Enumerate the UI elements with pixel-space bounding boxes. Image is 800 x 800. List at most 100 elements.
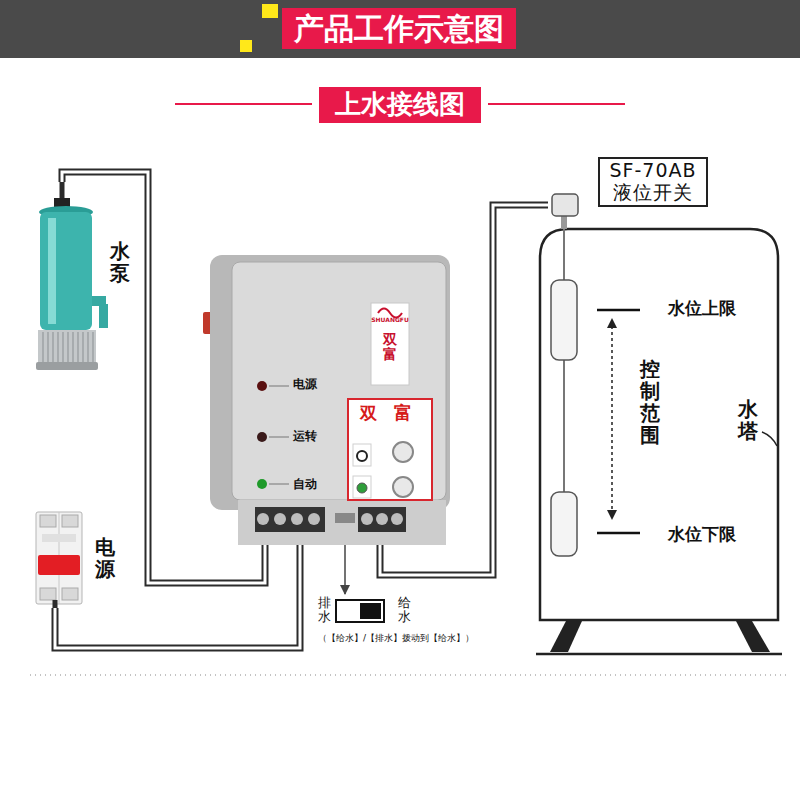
wire-inner xyxy=(380,205,548,575)
note-label: （【给水】/【排水】拨动到【给水】） xyxy=(318,633,474,644)
water-tower-text: 水位上限 xyxy=(668,298,736,318)
terminal-screw xyxy=(391,513,403,525)
pump-node: 水泵 xyxy=(28,182,136,382)
controller-node: SHUANGFU双富电源运转自动双富 xyxy=(205,252,452,545)
slide-switch-text: 给水 xyxy=(398,596,411,625)
page-title: 产品工作示意图 xyxy=(294,9,504,48)
subtitle-rule xyxy=(175,103,312,105)
controller-node-text: 自动 xyxy=(293,477,317,491)
range-arrowhead xyxy=(607,510,617,520)
breaker-label xyxy=(42,534,76,542)
tower-picture xyxy=(536,216,782,654)
breaker-terminal xyxy=(62,588,78,600)
panel-indicator xyxy=(357,451,367,461)
float xyxy=(551,280,577,360)
level-switch-node-text: SF-70AB 液位开关 xyxy=(598,157,708,207)
terminal-screw xyxy=(291,513,303,525)
pump-node-text: 水泵 xyxy=(110,240,130,284)
float xyxy=(551,492,577,556)
terminal-strip xyxy=(255,507,325,532)
wire-inner xyxy=(62,172,265,583)
panel-ground xyxy=(347,398,433,501)
dotted-rule xyxy=(30,674,790,675)
tower-outline xyxy=(540,229,778,620)
wire-inner xyxy=(55,545,300,648)
controller-base xyxy=(238,500,446,545)
wire-cable xyxy=(55,545,300,648)
water-tower-text: 水位下限 xyxy=(668,524,736,544)
subtitle-rule xyxy=(488,103,625,105)
run-led xyxy=(257,432,267,442)
breaker-node-text: 电源 xyxy=(95,536,115,580)
breaker-terminal xyxy=(40,515,56,527)
tower-leader xyxy=(762,432,777,446)
controller-housing xyxy=(210,255,450,510)
controller-node-text: SHUANGFU xyxy=(371,316,409,323)
level-switch-node: SF-70AB 液位开关 xyxy=(548,155,710,225)
logo-label xyxy=(371,303,409,385)
tower-base xyxy=(536,653,782,656)
slider-frame xyxy=(336,600,384,622)
panel-cell xyxy=(353,476,371,498)
slider-knob xyxy=(360,603,381,619)
controller-node-text: 双富 xyxy=(383,332,397,363)
range-arrowhead xyxy=(607,318,617,328)
tower-leg xyxy=(736,621,770,652)
terminal-strip xyxy=(358,507,406,532)
auto-led xyxy=(257,479,267,489)
breaker-terminal xyxy=(40,588,56,600)
panel-button xyxy=(393,477,413,497)
wire-outer xyxy=(55,545,300,648)
pump-strainer-slots xyxy=(43,332,93,362)
panel-button xyxy=(393,442,413,462)
terminal-screw xyxy=(274,513,286,525)
panel-indicator xyxy=(357,483,367,493)
pump-body xyxy=(40,212,92,330)
wire-outer xyxy=(380,205,548,575)
breaker-picture xyxy=(36,512,82,608)
tower-leg xyxy=(550,621,582,652)
controller-node-text: 运转 xyxy=(293,429,317,443)
pump-highlight xyxy=(48,218,56,324)
slide-switch: 排水给水 xyxy=(315,594,415,630)
wire-cable xyxy=(380,205,548,575)
power-led xyxy=(257,381,267,391)
wire-cable xyxy=(62,172,265,583)
subtitle-box-text: 上水接线图 xyxy=(335,88,465,122)
breaker-toggle xyxy=(38,555,80,575)
edge-group xyxy=(55,172,548,648)
terminal-screw xyxy=(376,513,388,525)
water-tower: 水塔 水位上限控制范围水位下限 xyxy=(538,225,780,655)
yellow-square xyxy=(262,4,278,18)
led-leader xyxy=(269,386,289,387)
terminal-screw xyxy=(361,513,373,525)
range-arrow xyxy=(611,326,613,512)
level-mark xyxy=(597,309,640,312)
breaker-wire xyxy=(53,600,58,608)
control-panel-text: 富 xyxy=(394,402,412,424)
water-tower-text: 水塔 xyxy=(738,398,758,442)
control-panel-text: 双 xyxy=(360,403,377,423)
arrow-line xyxy=(345,545,346,594)
level-mark xyxy=(597,532,640,535)
control-panel: 双富 xyxy=(347,398,433,501)
pump-outlet xyxy=(99,304,108,328)
controller-picture xyxy=(203,255,450,545)
breaker-node: 电源 xyxy=(30,508,120,608)
level-switch-device xyxy=(552,194,578,216)
controller-node-text: 电源 xyxy=(293,377,317,391)
title-box: 产品工作示意图 xyxy=(282,8,516,49)
water-tower-text: 控制范围 xyxy=(640,358,660,446)
wire-outer xyxy=(62,172,265,583)
yellow-square xyxy=(240,40,252,52)
panel-cell xyxy=(353,444,371,466)
breaker-terminal xyxy=(62,515,78,527)
mode-switch xyxy=(335,513,355,523)
controller-front xyxy=(232,262,446,500)
terminal-screw xyxy=(257,513,269,525)
header-bar xyxy=(0,0,800,58)
led-leader xyxy=(269,484,289,485)
pump-picture xyxy=(36,182,108,370)
